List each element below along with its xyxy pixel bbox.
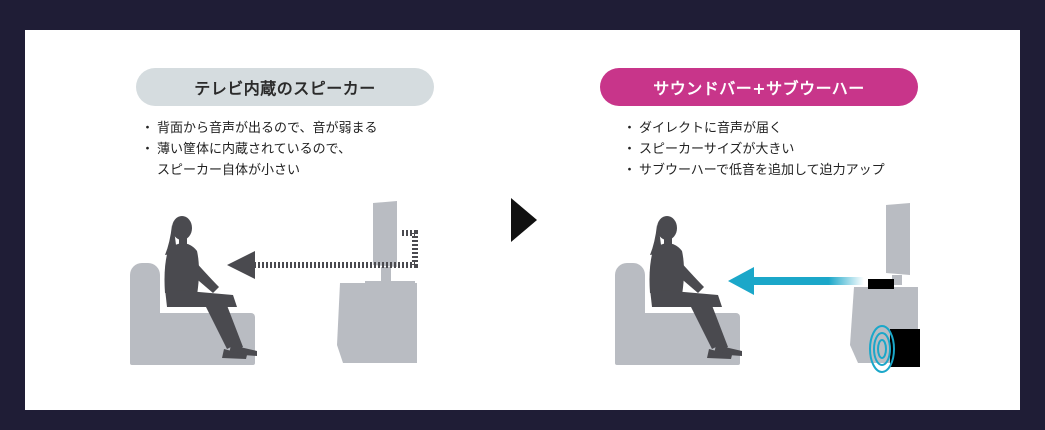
- soundbar: [868, 279, 894, 289]
- solid-arrow-icon: [728, 267, 864, 295]
- right-bullet-1: ダイレクトに音声が届く: [623, 118, 885, 139]
- right-heading: サウンドバー+サブウーハー: [653, 79, 865, 98]
- tv-with-built-in-speaker: [337, 201, 417, 363]
- right-bullet-2: スピーカーサイズが大きい: [623, 139, 885, 160]
- right-bullet-3: サブウーハーで低音を追加して迫力アップ: [623, 160, 885, 181]
- left-bullet-2: 薄い筐体に内蔵されているので、: [141, 139, 377, 160]
- seated-woman: [164, 216, 257, 359]
- left-heading: テレビ内蔵のスピーカー: [194, 79, 376, 98]
- seated-woman: [649, 216, 742, 359]
- left-illustration: [130, 201, 418, 365]
- left-bullet-list: 背面から音声が出るので、音が弱まる 薄い筐体に内蔵されているので、 スピーカー自…: [141, 118, 377, 181]
- triangle-right-icon: [511, 198, 537, 242]
- right-illustration: [615, 203, 920, 373]
- comparison-panel: テレビ内蔵のスピーカー 背面から音声が出るので、音が弱まる 薄い筐体に内蔵されて…: [25, 30, 1020, 410]
- sound-wave-icon: [869, 325, 895, 373]
- left-heading-pill: テレビ内蔵のスピーカー: [136, 68, 434, 106]
- left-bullet-2-continuation: スピーカー自体が小さい: [157, 163, 301, 178]
- right-bullet-list: ダイレクトに音声が届く スピーカーサイズが大きい サブウーハーで低音を追加して迫…: [623, 118, 885, 181]
- subwoofer: [890, 329, 920, 367]
- right-heading-pill: サウンドバー+サブウーハー: [600, 68, 918, 106]
- dotted-arrow-icon: [227, 230, 418, 279]
- left-bullet-1: 背面から音声が出るので、音が弱まる: [141, 118, 377, 139]
